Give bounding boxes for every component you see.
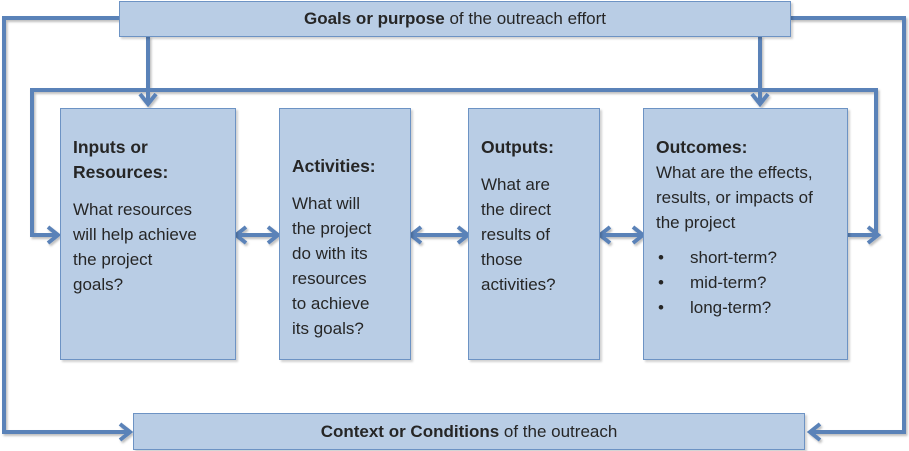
- goals-banner-bold: Goals or purpose: [303, 9, 445, 28]
- stage-outputs: Outputs: What are the direct results of …: [468, 108, 600, 360]
- outputs-line: activities?: [481, 275, 556, 294]
- outcomes-line: results, or impacts of: [656, 188, 813, 207]
- outer-right-connector: [790, 16, 906, 434]
- arrowhead-inputs-top: [138, 92, 158, 108]
- activities-line: resources: [292, 269, 367, 288]
- outcome-bullet-long-term: long-term?: [656, 295, 835, 320]
- inputs-line: will help achieve: [73, 225, 197, 244]
- goals-banner-rest: of the outreach effort: [444, 9, 607, 28]
- outcomes-line: What are the effects,: [656, 163, 813, 182]
- outcomes-line: the project: [656, 213, 736, 232]
- arrowhead-outcomes-right: [866, 225, 882, 245]
- inputs-title-1: Inputs or: [73, 137, 148, 157]
- outputs-line: those: [481, 250, 523, 269]
- outcome-bullet-short-term: short-term?: [656, 245, 835, 270]
- stage-outcomes: Outcomes: What are the effects, results,…: [643, 108, 848, 360]
- arrowhead-context-right: [806, 422, 822, 442]
- outcomes-bullet-list: short-term? mid-term? long-term?: [656, 245, 835, 320]
- context-banner-rest: of the outreach: [499, 421, 618, 441]
- activities-title: Activities:: [292, 156, 376, 176]
- context-banner: Context or Conditions of the outreach: [133, 413, 805, 450]
- activities-line: its goals?: [292, 319, 364, 338]
- activities-line: What will: [292, 194, 361, 213]
- outputs-line: results of: [481, 225, 550, 244]
- outcomes-title: Outcomes:: [656, 137, 748, 157]
- inputs-line: goals?: [73, 275, 124, 294]
- goals-banner: Goals or purpose of the outreach effort: [119, 1, 791, 37]
- outcome-bullet-mid-term: mid-term?: [656, 270, 835, 295]
- outer-left-connector: [2, 16, 128, 434]
- feedback-loop-connector: [30, 88, 878, 237]
- stage-inputs: Inputs or Resources: What resources will…: [60, 108, 236, 360]
- inputs-title-2: Resources:: [73, 162, 169, 182]
- activities-line: the project: [292, 219, 372, 238]
- arrowhead-context-left: [118, 422, 134, 442]
- outputs-title: Outputs:: [481, 137, 554, 157]
- outputs-line: the direct: [481, 200, 551, 219]
- inputs-line: the project: [73, 250, 153, 269]
- context-banner-bold: Context or Conditions: [320, 421, 500, 441]
- arrowhead-inputs-left: [46, 225, 62, 245]
- inputs-line: What resources: [73, 200, 193, 219]
- arrowhead-outcomes-top: [750, 92, 770, 108]
- stage-activities: Activities: What will the project do wit…: [279, 108, 411, 360]
- activities-line: to achieve: [292, 294, 370, 313]
- outputs-line: What are: [481, 175, 550, 194]
- activities-line: do with its: [292, 244, 368, 263]
